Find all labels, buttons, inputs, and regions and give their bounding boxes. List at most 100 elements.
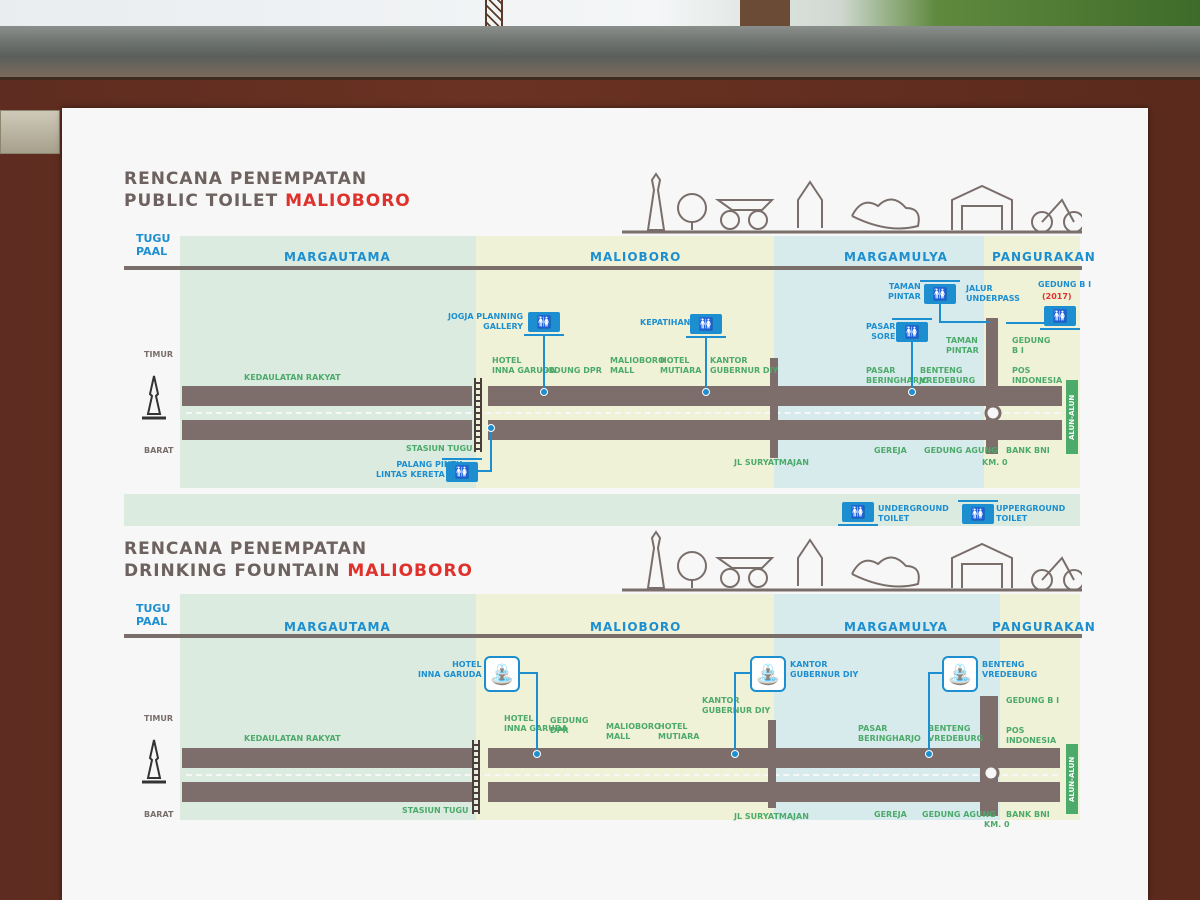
panel2-barat: BARAT (144, 810, 174, 819)
panel2-top-line (124, 634, 1082, 638)
panel2-km0: KM. 0 (984, 820, 1010, 829)
panel1-timur: TIMUR (144, 350, 174, 359)
panel1-suryatmajan: JL SURYATMAJAN (734, 458, 809, 467)
fountain-kantor-gub-dot (731, 750, 739, 758)
panel2-skyline-icon (622, 530, 1082, 592)
toilet-jogja-planning-icon: 🚻 (524, 312, 564, 336)
toilet-palang-pintu-pin (490, 428, 492, 472)
toilet-gedung-bi-year: (2017) (1042, 292, 1072, 301)
legend-strip (124, 494, 1080, 526)
fountain-kantor-gub-icon: ⛲ (750, 656, 786, 692)
zone-pangurakan (984, 236, 1080, 488)
panel1-roundabout-icon (984, 404, 1002, 422)
metal-plate (0, 110, 60, 154)
panel1-gedung-dpr: GEDUNG DPR (542, 366, 602, 375)
panel1-district-pangurakan: PANGURAKAN (992, 250, 1096, 264)
panel2-title: RENCANA PENEMPATAN DRINKING FOUNTAIN MAL… (124, 538, 473, 582)
panel1-bank-bni: BANK BNI (1006, 446, 1050, 455)
panel1-gedung-agung: GEDUNG AGUNG (924, 446, 998, 455)
fountain-benteng-link (928, 672, 942, 674)
zone-malioboro (476, 236, 774, 488)
fountain-kantor-gub-pin (734, 672, 736, 754)
fountain-hotel-inna-pin (536, 672, 538, 754)
panel1-skyline-icon (622, 172, 1082, 234)
panel1-title-line1: RENCANA PENEMPATAN (124, 169, 368, 189)
panel2-title-line2: DRINKING FOUNTAIN MALIOBORO (124, 561, 473, 581)
panel2-road-suryatmajan (768, 720, 776, 808)
fountain-hotel-inna-link (520, 672, 538, 674)
fountain-hotel-inna-icon: ⛲ (484, 656, 520, 692)
panel2-stasiun: STASIUN TUGU (402, 806, 469, 815)
legend-upperground-icon: 🚻 (958, 500, 998, 524)
panel1-gereja: GEREJA (874, 446, 907, 455)
panel2-road-south-west (182, 782, 472, 802)
fountain-benteng-dot (925, 750, 933, 758)
toilet-palang-pintu-dot (487, 424, 495, 432)
panel2-gereja: GEREJA (874, 810, 907, 819)
panel1-top-line (124, 266, 1082, 270)
toilet-jogja-planning-pin (543, 336, 545, 392)
panel1-alun-alun: ALUN-ALUN (1066, 380, 1078, 454)
panel2-roundabout-icon (982, 764, 1000, 782)
panel1-title-line2: PUBLIC TOILET MALIOBORO (124, 191, 411, 211)
panel1-title: RENCANA PENEMPATAN PUBLIC TOILET MALIOBO… (124, 168, 411, 212)
panel2-road-km0 (980, 696, 998, 816)
panel1-road-centerline (186, 412, 1060, 414)
panel2-district-margamulya: MARGAMULYA (844, 620, 948, 634)
toilet-gedung-bi-label: GEDUNG B I (1038, 280, 1092, 289)
zone-margamulya (774, 236, 984, 488)
panel1-road-km0 (986, 318, 998, 454)
toilet-taman-pintar-pin (939, 304, 941, 322)
panel2-title-line1: RENCANA PENEMPATAN (124, 539, 368, 559)
poster-sheet: RENCANA PENEMPATAN PUBLIC TOILET MALIOBO… (62, 108, 1148, 900)
panel1-tugu-monument-icon (142, 375, 166, 420)
panel2-title-accent: MALIOBORO (347, 561, 473, 581)
legend-underground-icon: 🚻 (838, 502, 878, 526)
toilet-pasar-sore-dot (908, 388, 916, 396)
zone-margautama (180, 236, 476, 488)
panel2-bank-bni: BANK BNI (1006, 810, 1050, 819)
panel1-title-accent: MALIOBORO (285, 191, 411, 211)
panel1-kedaulatan: KEDAULATAN RAKYAT (244, 373, 341, 382)
panel1-district-margamulya: MARGAMULYA (844, 250, 948, 264)
fountain-benteng-pin (928, 672, 930, 754)
toilet-palang-pintu-link (478, 470, 492, 472)
panel2-district-margautama: MARGAUTAMA (284, 620, 391, 634)
fountain-hotel-inna-dot (533, 750, 541, 758)
panel1-district-margautama: MARGAUTAMA (284, 250, 391, 264)
fountain-kantor-gub-link (734, 672, 750, 674)
toilet-kepatihan-label: KEPATIHAN (640, 318, 691, 327)
panel2-gedung-agung: GEDUNG AGUNG (922, 810, 996, 819)
panel1-stasiun: STASIUN TUGU (406, 444, 473, 453)
panel1-km0: KM. 0 (982, 458, 1008, 467)
panel2-railway-tracks (472, 740, 480, 814)
panel1-road-north-west (182, 386, 472, 406)
toilet-taman-pintar-link (939, 321, 989, 323)
panel2-kedaulatan: KEDAULATAN RAKYAT (244, 734, 341, 743)
toilet-kepatihan-pin (705, 338, 707, 392)
panel2-timur: TIMUR (144, 714, 174, 723)
panel2-gedung-bi: GEDUNG B I (1006, 696, 1060, 705)
